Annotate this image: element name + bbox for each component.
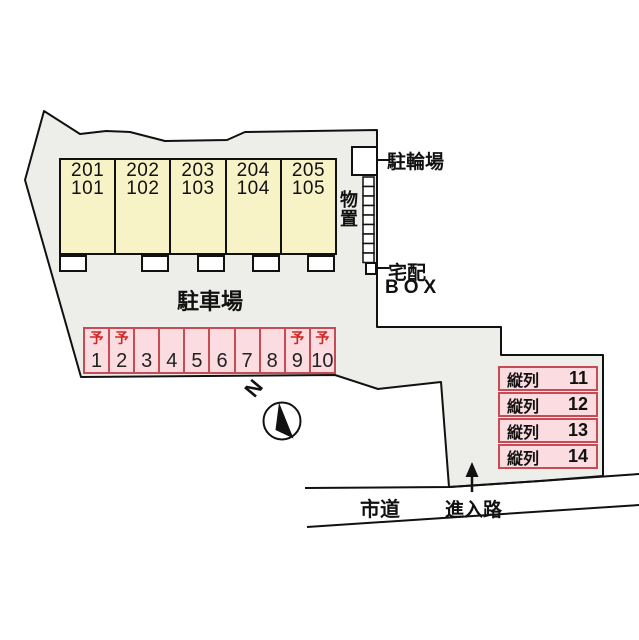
stall-number: 5 [191, 350, 203, 372]
storage-lockers [362, 176, 375, 264]
parking-stall-6: 6 [210, 329, 236, 372]
tandem-stall-11: 縦列 11 [498, 366, 598, 391]
stall-number: 10 [311, 350, 334, 372]
porch [59, 255, 87, 272]
city-road-label: 市道 [360, 499, 400, 521]
stall-number: 1 [90, 350, 103, 372]
stall-number: 4 [166, 350, 178, 372]
reserved-mark: 予 [290, 330, 305, 346]
tandem-number: 13 [567, 420, 588, 440]
unit-lower-number: 105 [291, 178, 326, 199]
parking-stall-5: 5 [185, 329, 211, 372]
reserved-mark: 予 [114, 330, 129, 346]
stall-number: 8 [266, 350, 278, 372]
parking-stall-2: 予 2 [110, 329, 136, 372]
delivery-box-label-line1: 宅配 [388, 263, 427, 284]
storage-cell [362, 242, 375, 254]
parking-stall-1: 予 1 [85, 329, 111, 372]
stall-number: 7 [241, 350, 253, 372]
stall-number: 2 [116, 350, 128, 372]
entry-road-label: 進入路 [445, 500, 503, 521]
tandem-stall-12: 縦列 12 [498, 392, 598, 417]
stall-number: 3 [141, 350, 153, 372]
entry-arrow [465, 462, 479, 492]
tandem-label: 縦列 [507, 398, 540, 416]
unit-upper-number: 202 [126, 160, 160, 181]
porch [141, 255, 169, 272]
tandem-label: 縦列 [507, 424, 540, 442]
storage-cell [362, 176, 375, 188]
unit-lower-number: 101 [71, 178, 105, 199]
porch [307, 255, 335, 272]
bicycle-parking-label: 駐輪場 [387, 152, 445, 173]
city-road-lower-line [306, 504, 639, 528]
parking-stall-7: 7 [236, 329, 261, 372]
stall-number: 9 [291, 350, 303, 372]
unit-lower-number: 102 [126, 178, 160, 199]
bicycle-parking-box [351, 146, 378, 176]
parking-stall-9: 予 9 [286, 329, 311, 372]
porch [197, 255, 225, 272]
tandem-number: 12 [567, 394, 588, 414]
tandem-label: 縦列 [507, 450, 540, 468]
tandem-stall-14: 縦列 14 [498, 444, 598, 469]
parking-stall-4: 4 [160, 329, 186, 372]
apartment-building: 201 101 202 102 203 103 204 104 205 105 [59, 158, 337, 255]
storage-cell [362, 185, 375, 197]
reserved-mark: 予 [89, 330, 104, 346]
unit-201-101: 201 101 [61, 160, 117, 253]
tandem-label: 縦列 [507, 372, 540, 390]
storage-cell [362, 252, 375, 264]
delivery-box-label-line2: BOX [385, 277, 442, 298]
parking-stall-3: 3 [135, 329, 161, 372]
parking-stall-10: 予 10 [311, 329, 334, 372]
parking-stall-8: 8 [261, 329, 286, 372]
storage-label: 物置 [340, 190, 358, 229]
tandem-number: 11 [568, 368, 588, 388]
tandem-number: 14 [567, 446, 588, 466]
unit-204-104: 204 104 [227, 160, 282, 253]
unit-lower-number: 104 [236, 178, 270, 199]
unit-upper-number: 204 [236, 160, 270, 181]
unit-lower-number: 103 [181, 178, 215, 199]
entry-arrow-head [465, 462, 479, 477]
tandem-stall-13: 縦列 13 [498, 418, 598, 443]
unit-upper-number: 201 [71, 160, 105, 181]
porch [252, 255, 280, 272]
entry-porches [59, 255, 335, 272]
stall-number: 6 [216, 350, 228, 372]
compass [262, 401, 302, 441]
reserved-mark: 予 [315, 330, 330, 346]
delivery-box [365, 262, 377, 275]
unit-203-103: 203 103 [171, 160, 227, 253]
compass-needle [275, 402, 294, 439]
storage-cell [362, 223, 375, 235]
unit-upper-number: 205 [291, 160, 326, 181]
storage-cell [362, 204, 375, 216]
unit-upper-number: 203 [181, 160, 215, 181]
parking-stall-row: 予 1 予 2 3 4 5 6 7 8 [83, 327, 336, 374]
storage-cell [362, 233, 375, 245]
city-road-upper-line [304, 473, 639, 489]
storage-cell [362, 195, 375, 207]
unit-205-105: 205 105 [282, 160, 335, 253]
unit-202-102: 202 102 [116, 160, 172, 253]
storage-cell [362, 214, 375, 226]
parking-lot-label: 駐車場 [176, 289, 243, 314]
